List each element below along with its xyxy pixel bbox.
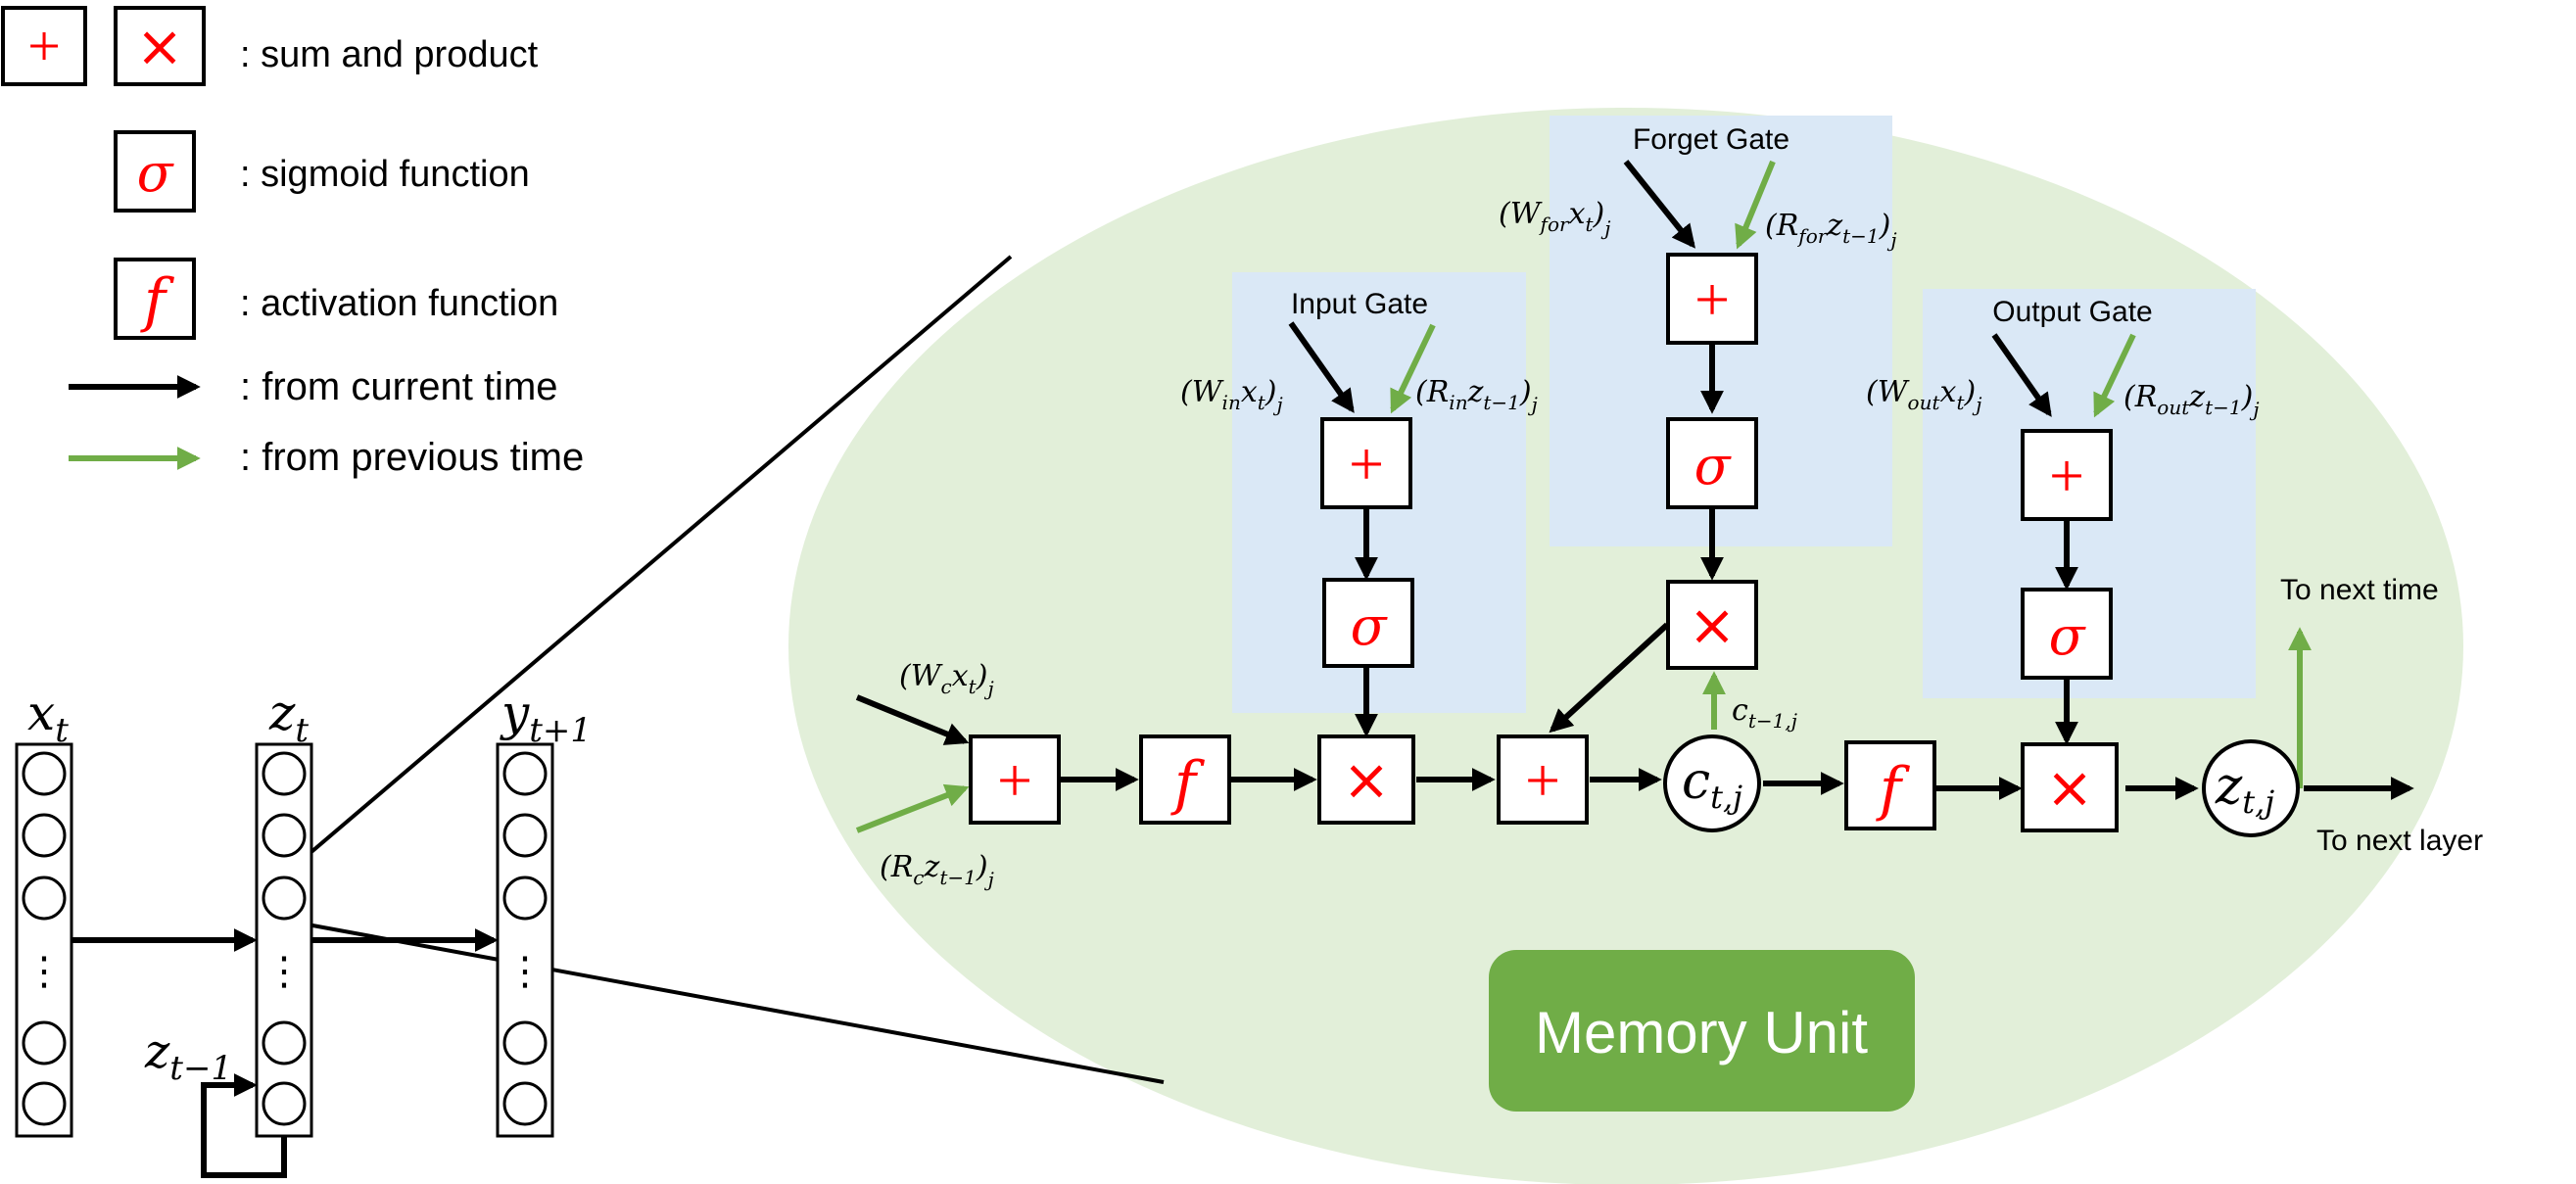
legend: + × : sum and product σ : sigmoid functi…: [1, 6, 584, 479]
w-out-label: (Woutxt)j: [1866, 375, 1981, 416]
x-neuron: [22, 876, 67, 921]
legend-current-time-label: : from current time: [240, 365, 558, 408]
to-next-layer-label: To next layer: [2316, 825, 2483, 857]
r-in-label: (Rinzt−1)j: [1415, 375, 1538, 416]
x-layer: [15, 742, 73, 1138]
legend-times-symbol: ×: [136, 13, 184, 79]
cell-state-node: ct,j: [1663, 734, 1761, 832]
w-c-label: (Wcxt)j: [899, 659, 994, 700]
r-out-label: (Routzt−1)j: [2123, 380, 2260, 421]
y-neuron: [502, 813, 548, 858]
legend-activation-label: : activation function: [240, 283, 558, 324]
z-neuron: [262, 751, 307, 796]
memory-unit-title: Memory Unit: [1535, 1000, 1868, 1066]
z-vdots: ⋮: [264, 949, 304, 994]
input-gate-sigma: σ: [1322, 578, 1414, 668]
cell-input-plus: +: [969, 734, 1061, 825]
z-neuron: [262, 1081, 307, 1126]
y-label: yt+1: [500, 685, 592, 750]
forget-gate-times: ×: [1666, 580, 1758, 670]
legend-sigma-symbol: σ: [137, 142, 175, 204]
z-neuron: [262, 876, 307, 921]
y-layer: [496, 742, 554, 1138]
output-gate-sigma: σ: [2021, 588, 2113, 680]
svg-text:×: ×: [1343, 746, 1391, 813]
svg-text:+: +: [997, 745, 1032, 815]
y-vdots: ⋮: [505, 949, 545, 994]
z-neuron: [262, 813, 307, 858]
memory-unit-badge: [1489, 950, 1915, 1112]
x-label: xt: [27, 685, 69, 750]
z-layer: [255, 742, 313, 1138]
r-for-label: (Rforzt−1)j: [1765, 209, 1897, 252]
svg-text:+: +: [1694, 264, 1730, 334]
forget-gate-label: Forget Gate: [1633, 123, 1789, 156]
svg-text:×: ×: [2046, 754, 2094, 821]
z-label: zt: [268, 685, 309, 750]
x-neuron: [22, 1020, 67, 1066]
output-times: ×: [2021, 742, 2119, 832]
w-for-label: (Wforxt)j: [1499, 197, 1610, 240]
svg-text:zt,j: zt,j: [2215, 757, 2274, 821]
output-state-node: zt,j: [2202, 739, 2300, 837]
input-times: ×: [1317, 734, 1415, 825]
svg-text:σ: σ: [1351, 595, 1389, 657]
output-gate-plus: +: [2021, 429, 2113, 521]
output-gate-label: Output Gate: [1992, 296, 2152, 328]
z-neuron: [262, 1020, 307, 1066]
to-next-time-label: To next time: [2280, 574, 2439, 606]
network: xt zt yt+1 ⋮ ⋮ ⋮: [15, 255, 1165, 1178]
legend-sum-product-label: : sum and product: [240, 34, 539, 75]
y-neuron: [502, 876, 548, 921]
y-neuron: [502, 751, 548, 796]
c-prev-label: ct−1,j: [1732, 693, 1797, 733]
legend-sigmoid-label: : sigmoid function: [240, 154, 530, 195]
legend-plus-symbol: +: [27, 14, 61, 78]
y-neuron: [502, 1020, 548, 1066]
svg-text:+: +: [1525, 745, 1560, 815]
svg-text:ct,j: ct,j: [1682, 752, 1742, 816]
x-neuron: [22, 751, 67, 796]
input-gate-label: Input Gate: [1291, 288, 1428, 320]
r-c-label: (Rczt−1)j: [880, 850, 994, 891]
input-gate-plus: +: [1320, 417, 1412, 509]
svg-text:σ: σ: [2049, 605, 2087, 667]
x-neuron: [22, 813, 67, 858]
svg-text:+: +: [2049, 441, 2084, 510]
legend-previous-time-label: : from previous time: [240, 436, 584, 479]
cell-plus: +: [1497, 734, 1589, 825]
forget-gate-sigma: σ: [1666, 417, 1758, 509]
cell-input-activation: f: [1139, 734, 1231, 825]
x-vdots: ⋮: [24, 949, 64, 994]
svg-text:+: +: [1349, 429, 1384, 498]
x-neuron: [22, 1081, 67, 1126]
forget-gate-plus: +: [1666, 253, 1758, 345]
y-neuron: [502, 1081, 548, 1126]
w-in-label: (Winxt)j: [1180, 375, 1283, 416]
z-prev-label: zt−1: [144, 1024, 232, 1088]
svg-text:×: ×: [1689, 592, 1737, 658]
svg-text:σ: σ: [1694, 435, 1733, 497]
cell-output-activation: f: [1844, 740, 1936, 830]
